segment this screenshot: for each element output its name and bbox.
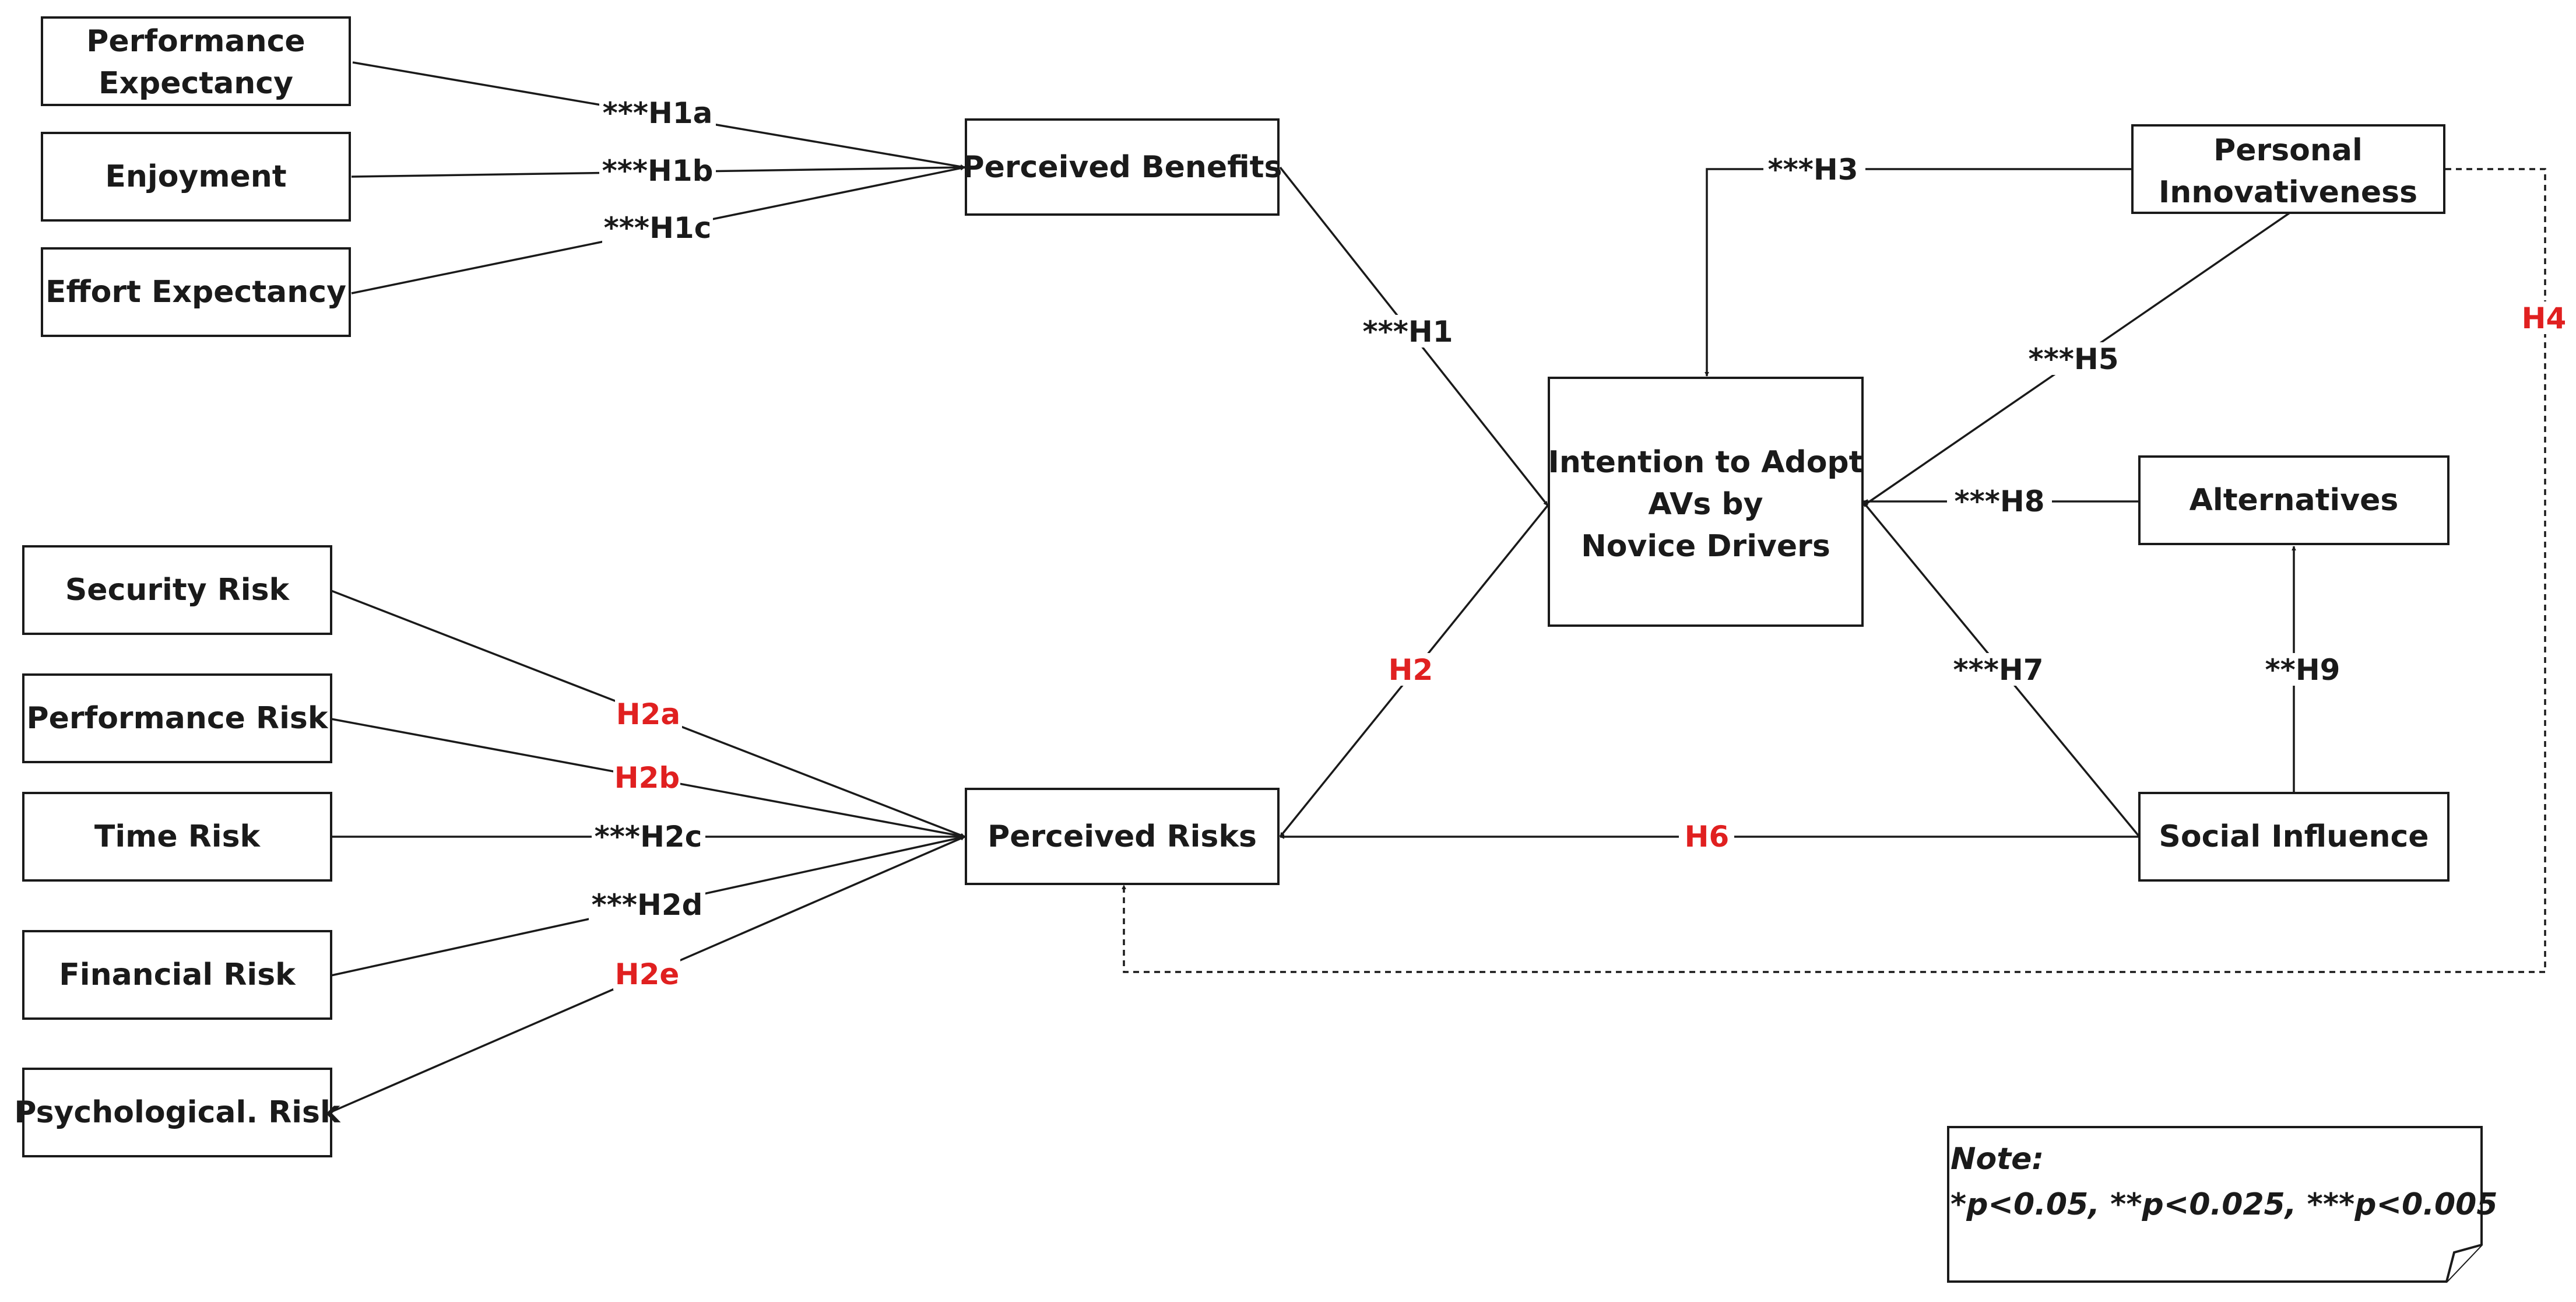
node-effort-expectancy: Effort Expectancy (41, 247, 351, 337)
security-risk-label: Security Risk (65, 573, 290, 608)
node-alternatives: Alternatives (2138, 455, 2450, 545)
performance-expectancy-line2: Expectancy (99, 66, 293, 101)
node-perceived-benefits: Perceived Benefits (962, 118, 1282, 216)
significance-note: Note: *p<0.05, **p<0.025, ***p<0.005 (1947, 1126, 2498, 1283)
node-time-risk: Time Risk (22, 792, 332, 882)
label-h9: **H9 (2265, 653, 2340, 687)
personal-innovativeness-line2: Innovativeness (2159, 175, 2417, 210)
node-security-risk: Security Risk (22, 545, 332, 635)
node-financial-risk: Financial Risk (22, 930, 332, 1020)
psychological-risk-label: Psychological. Risk (14, 1095, 341, 1130)
label-h2: H2 (1389, 653, 1433, 687)
edge-h4 (1122, 168, 2546, 973)
intention-line1: Intention to Adopt (1548, 445, 1864, 480)
label-h3: ***H3 (1767, 153, 1858, 187)
personal-innovativeness-line1: Personal (2213, 133, 2363, 168)
label-h2c: ***H2c (595, 820, 702, 854)
node-intention-to-adopt: Intention to Adopt AVs by Novice Drivers (1548, 377, 1864, 627)
label-h1: ***H1 (1362, 315, 1453, 349)
note-text: *p<0.05, **p<0.025, ***p<0.005 (1951, 1187, 2498, 1222)
label-h1a: ***H1a (603, 96, 713, 130)
label-h2d: ***H2d (592, 888, 703, 922)
label-h2b: H2b (614, 761, 680, 795)
effort-expectancy-label: Effort Expectancy (45, 275, 346, 310)
label-h5: ***H5 (2028, 342, 2118, 376)
alternatives-label: Alternatives (2190, 483, 2399, 518)
label-h4: H4 (2522, 301, 2567, 335)
note-title: Note: (1951, 1142, 2044, 1177)
label-h1b: ***H1b (602, 154, 714, 188)
performance-expectancy-line1: Performance (86, 24, 305, 59)
label-h1c: ***H1c (604, 211, 712, 245)
label-h7: ***H7 (1953, 653, 2043, 687)
perceived-risks-label: Perceived Risks (987, 819, 1257, 854)
financial-risk-label: Financial Risk (59, 957, 296, 992)
node-performance-expectancy: Performance Expectancy (41, 16, 351, 106)
label-h8: ***H8 (1954, 485, 2044, 518)
node-social-influence: Social Influence (2138, 792, 2450, 882)
node-personal-innovativeness: Personal Innovativeness (2131, 124, 2445, 214)
label-h2e: H2e (615, 957, 680, 991)
node-enjoyment: Enjoyment (41, 132, 351, 222)
label-h2a: H2a (616, 697, 680, 731)
performance-risk-label: Performance Risk (27, 701, 329, 736)
time-risk-label: Time Risk (94, 819, 261, 854)
node-performance-risk: Performance Risk (22, 673, 332, 763)
enjoyment-label: Enjoyment (105, 159, 286, 194)
edge-labels: ***H1a ***H1b ***H1c ***H1 H2a H2b ***H2… (589, 96, 2570, 991)
node-perceived-risks: Perceived Risks (965, 788, 1280, 885)
edge-h3 (1705, 168, 2132, 377)
node-psychological-risk: Psychological. Risk (14, 1068, 341, 1157)
label-h6: H6 (1685, 820, 1730, 854)
intention-line3: Novice Drivers (1581, 529, 1830, 564)
perceived-benefits-label: Perceived Benefits (962, 150, 1282, 185)
social-influence-label: Social Influence (2159, 819, 2429, 854)
intention-line2: AVs by (1648, 487, 1763, 522)
